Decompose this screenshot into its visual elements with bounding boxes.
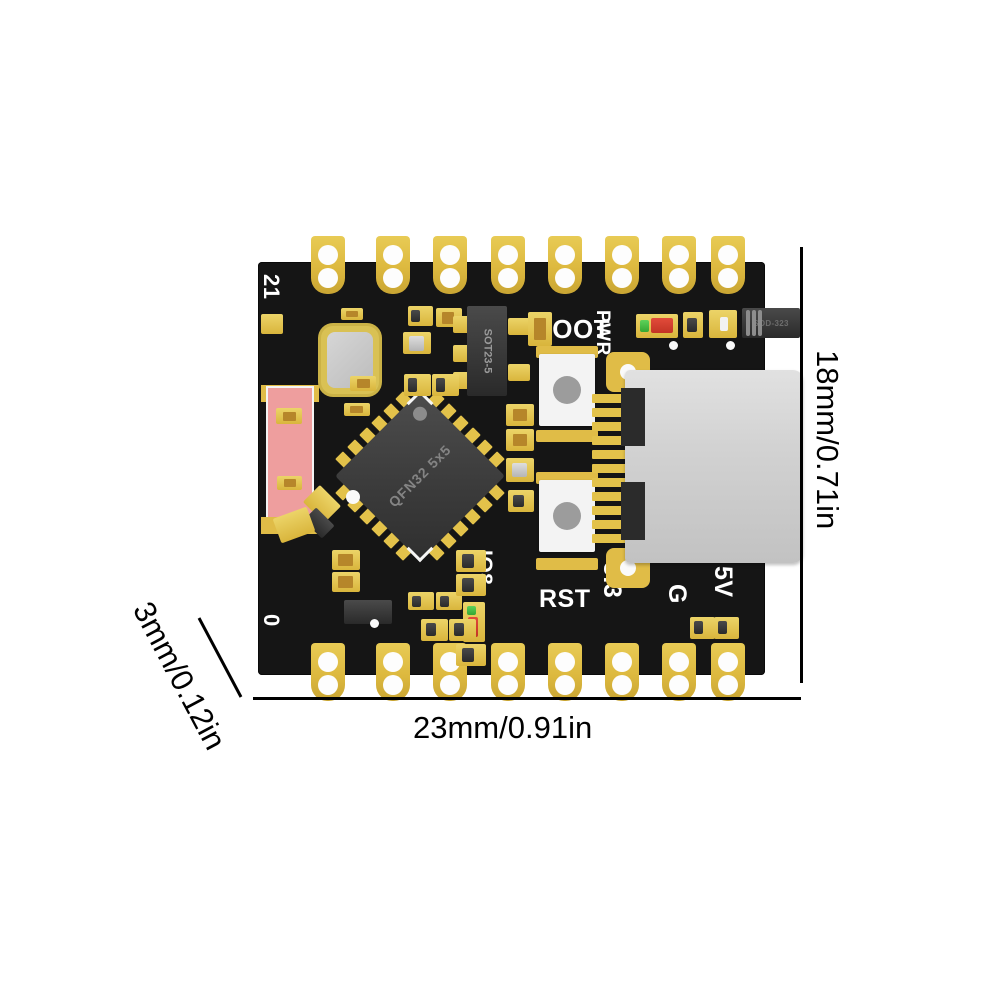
boot-button[interactable] — [539, 354, 595, 426]
pad-top-7[interactable] — [662, 236, 696, 294]
silk-label-gnd: G — [663, 584, 691, 604]
pad-bottom-5[interactable] — [548, 643, 582, 701]
smd-btn-a-body — [513, 409, 527, 421]
pwr-led-red — [651, 318, 673, 333]
usb-pin-1 — [592, 394, 634, 403]
smd-res-body-2 — [350, 406, 363, 413]
sod323-diode — [742, 308, 800, 338]
smd-mcu-l-body — [440, 596, 449, 607]
usb-pin-10 — [592, 520, 634, 529]
pad-top-2[interactable] — [376, 236, 410, 294]
smd-mcu-c-body — [284, 479, 296, 487]
smd-res-pwr-body — [687, 318, 697, 332]
sot23-pad-5 — [508, 364, 530, 381]
silk-pin-21: 21 — [259, 274, 284, 300]
smd-gnd-a-body — [694, 621, 703, 634]
smd-mcu-k-body — [412, 596, 421, 607]
smd-mcu-b-body — [283, 412, 296, 421]
pad-bottom-6[interactable] — [605, 643, 639, 701]
smd-btn-c-body — [512, 463, 527, 477]
usb-pin-3 — [592, 422, 634, 431]
pad-bottom-4[interactable] — [491, 643, 525, 701]
smd-part-a2-body — [442, 312, 454, 324]
usb-pin-7 — [592, 478, 634, 487]
boot-button-foot-bottom — [536, 430, 598, 442]
dim-line-width — [253, 697, 801, 700]
sot23-5-regulator — [467, 306, 507, 396]
usb-pin-5 — [592, 450, 634, 459]
usb-pin-2 — [592, 408, 634, 417]
pad-bottom-2[interactable] — [376, 643, 410, 701]
pad-top-8[interactable] — [711, 236, 745, 294]
smd-cap-near-boot-body — [534, 318, 546, 340]
smd-part-left-edge — [261, 314, 283, 334]
io8-res-top-body — [462, 554, 474, 568]
smd-gnd-b-body — [718, 621, 727, 634]
smd-mcu-a-body — [357, 379, 370, 388]
pad-top-6[interactable] — [605, 236, 639, 294]
smd-part-a3-body — [409, 336, 424, 351]
pad-bottom-8[interactable] — [711, 643, 745, 701]
usb-pin-11 — [592, 534, 634, 543]
pad-bottom-7[interactable] — [662, 643, 696, 701]
via-dot-bottom — [370, 619, 379, 628]
pad-bottom-1[interactable] — [311, 643, 345, 701]
smd-pad-diode-in-mark — [720, 317, 728, 331]
via-dot-mcu — [346, 490, 360, 504]
pad-top-1[interactable] — [311, 236, 345, 294]
usb-pin-8 — [592, 492, 634, 501]
via-dot-2 — [726, 341, 735, 350]
silk-label-5v: 5V — [709, 566, 737, 598]
smd-mcu-ic — [344, 600, 392, 624]
sot23-pad-4 — [508, 318, 530, 335]
smd-mcu-d-body — [408, 378, 417, 392]
usb-mount-hole-bottom — [620, 560, 636, 576]
usb-c-connector[interactable] — [621, 370, 803, 563]
rst-button-foot-bottom — [536, 558, 598, 570]
pad-top-3[interactable] — [433, 236, 467, 294]
via-dot-1 — [669, 341, 678, 350]
smd-bottom-b-body — [454, 623, 464, 636]
pwr-led-green — [640, 320, 649, 332]
pad-top-4[interactable] — [491, 236, 525, 294]
rst-button[interactable] — [539, 480, 595, 552]
pcb-board: 21 0 BOOT PWR RST IO8 3.3 G 5V — [258, 236, 803, 701]
usb-pin-9 — [592, 506, 634, 515]
usb-pin-6 — [592, 464, 634, 473]
sod323-stripe-1 — [746, 310, 750, 336]
smd-btn-b-body — [513, 434, 527, 446]
io8-res-bot-body — [462, 648, 474, 662]
smd-mcu-e-body — [436, 378, 445, 392]
sod323-stripe-3 — [758, 310, 762, 336]
smd-res-body-1 — [346, 311, 358, 317]
io8-res-mid-body — [462, 578, 474, 592]
smd-mcu-j-body — [338, 576, 353, 588]
qfn32-marking: QFN32 5x5 — [385, 441, 455, 511]
dim-label-width: 23mm/0.91in — [413, 710, 593, 745]
dim-line-thickness — [197, 617, 243, 698]
dim-label-height: 18mm/0.71in — [810, 350, 845, 530]
pad-top-5[interactable] — [548, 236, 582, 294]
dim-line-height — [800, 247, 803, 683]
smd-part-a1-body — [411, 310, 420, 322]
smd-bottom-a-body — [426, 623, 436, 636]
sod323-stripe-2 — [752, 310, 756, 336]
sod323-marking: SOD-323 — [753, 318, 789, 328]
io8-led-green — [467, 606, 476, 615]
usb-pin-4 — [592, 436, 634, 445]
sot23-5-marking: SOT23-5 — [481, 328, 494, 374]
smd-btn-d-body — [513, 495, 524, 507]
smd-mcu-i-body — [338, 554, 353, 566]
silk-label-rst: RST — [539, 585, 591, 613]
